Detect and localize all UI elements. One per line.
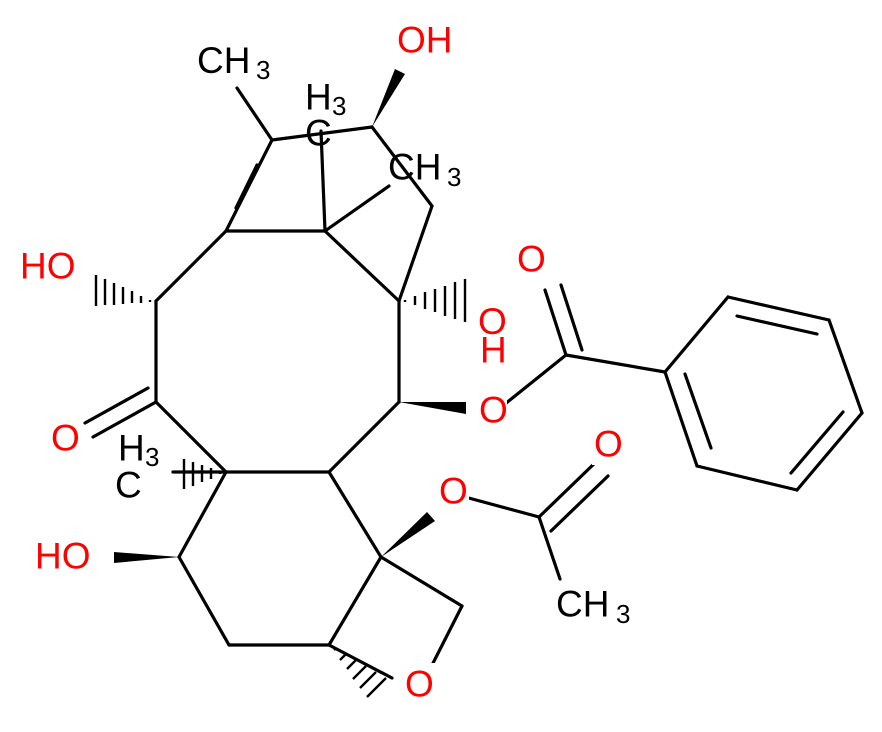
hydroxyl-label-left: HO bbox=[20, 246, 76, 287]
acetate-ester-oxygen-label: O bbox=[439, 471, 468, 512]
label-masks bbox=[17, 18, 626, 705]
hydroxyl-mid-h: H bbox=[480, 330, 507, 371]
hash-c8-methyl bbox=[182, 459, 222, 489]
methyl-label-lower-c: C bbox=[115, 465, 142, 506]
benzoate-ester-oxygen-label: O bbox=[479, 390, 508, 431]
acetyl-carbonyl-oxygen-label: O bbox=[594, 424, 623, 465]
methyl-label-acetyl: CH bbox=[556, 584, 609, 625]
methyl-label-mid-c: C bbox=[305, 113, 332, 154]
methyl-label-lower-subscript: 3 bbox=[145, 442, 159, 472]
hydroxyl-label-mid: O bbox=[478, 301, 507, 342]
methyl-label-lower-h: H bbox=[118, 428, 145, 469]
methyl-label-mid-h: H bbox=[305, 77, 332, 118]
methyl-label-top: CH bbox=[197, 40, 250, 81]
ketone-oxygen-label: O bbox=[51, 418, 80, 459]
methyl-label-mid-subscript: 3 bbox=[332, 91, 346, 121]
hash-c10-oh bbox=[94, 275, 152, 306]
hash-c1-oh bbox=[403, 279, 467, 322]
atom-labels: OH HO O H HO O O O O O O CH 3 H 3 C CH 3… bbox=[20, 20, 630, 705]
benzoyl-carbonyl-oxygen-label: O bbox=[517, 239, 546, 280]
hydroxyl-mid-o: O bbox=[478, 301, 507, 342]
oxetane-oxygen-label: O bbox=[405, 664, 434, 705]
hydroxyl-label-lower: HO bbox=[35, 536, 91, 577]
methyl-label-right: CH bbox=[388, 147, 441, 188]
hashed-bonds bbox=[94, 275, 467, 698]
methyl-label-top-subscript: 3 bbox=[256, 55, 270, 85]
bond-lines bbox=[83, 86, 864, 680]
hydroxyl-label-top: OH bbox=[397, 20, 453, 61]
methyl-label-acetyl-subscript: 3 bbox=[616, 599, 630, 629]
hash-c5-o bbox=[333, 647, 387, 698]
wedge-bonds bbox=[114, 69, 466, 563]
methyl-label-right-subscript: 3 bbox=[447, 162, 461, 192]
